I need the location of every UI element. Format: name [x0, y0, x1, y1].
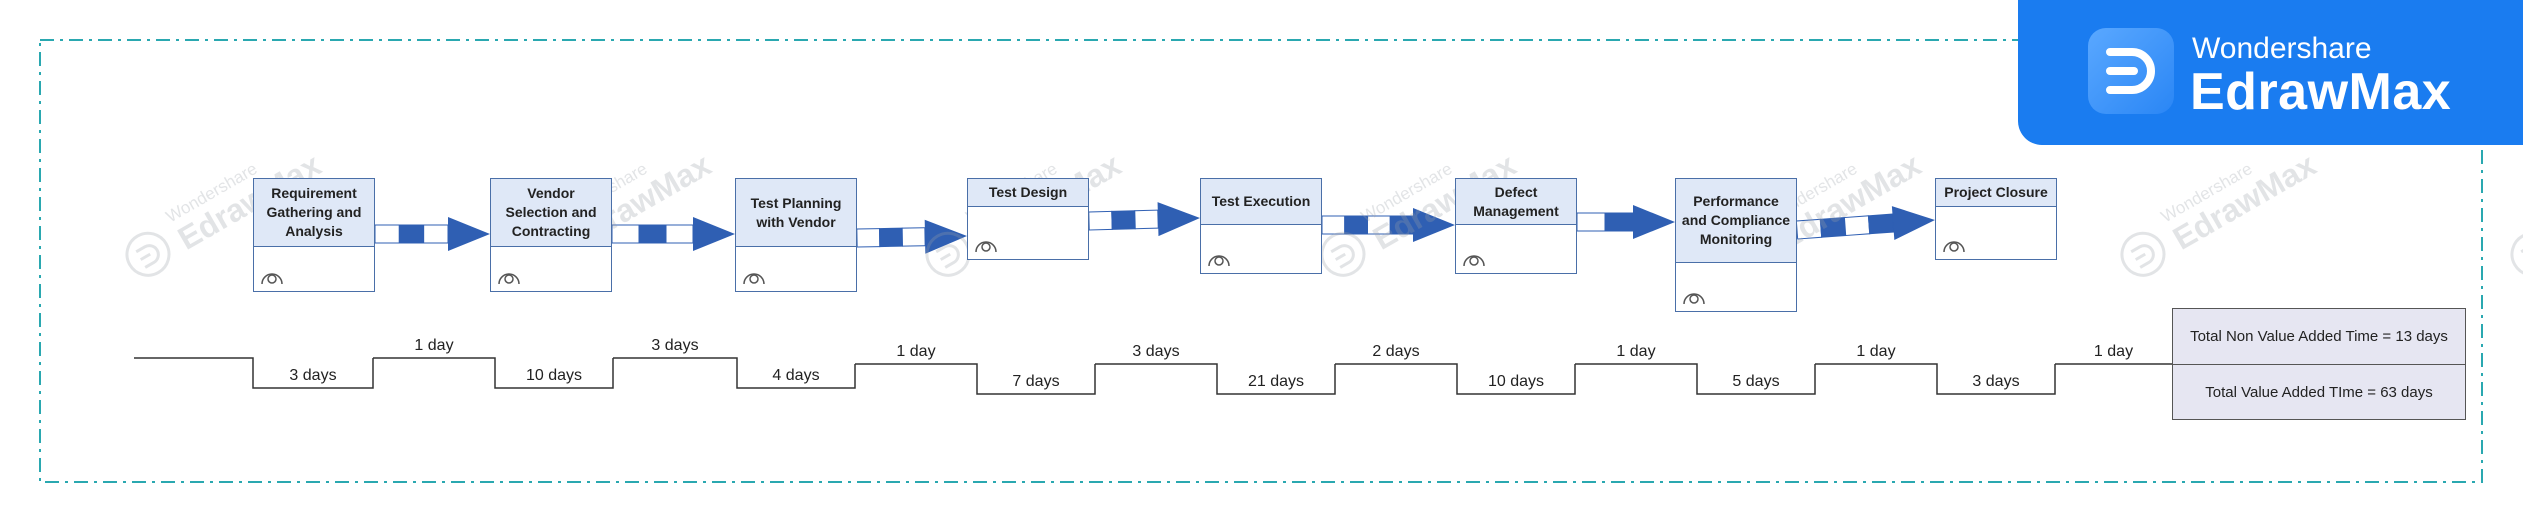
non-value-added-time: 1 day: [896, 343, 935, 360]
push-arrow: [1795, 206, 1936, 240]
push-arrow: [611, 217, 735, 251]
operator-icon: [1462, 251, 1486, 267]
process-title: Test Planning with Vendor: [736, 179, 856, 247]
operator-icon: [742, 269, 766, 285]
process-title: Performance and Compliance Monitoring: [1676, 179, 1796, 263]
non-value-added-time: 2 days: [1372, 343, 1419, 360]
process-title: Requirement Gathering and Analysis: [254, 179, 374, 247]
process-box[interactable]: Requirement Gathering and Analysis: [253, 178, 375, 292]
value-added-time: 7 days: [1012, 373, 1059, 390]
value-added-time: 5 days: [1732, 373, 1779, 390]
process-box[interactable]: Test Execution: [1200, 178, 1322, 274]
process-title: Vendor Selection and Contracting: [491, 179, 611, 247]
process-title: Defect Management: [1456, 179, 1576, 225]
non-value-added-time: 1 day: [2094, 343, 2133, 360]
operator-icon: [260, 269, 284, 285]
summary-box: Total Non Value Added Time = 13 days Tot…: [2172, 308, 2466, 420]
operator-icon: [497, 269, 521, 285]
operator-icon: [1207, 251, 1231, 267]
push-arrow: [1321, 208, 1455, 242]
non-value-added-total: Total Non Value Added Time = 13 days: [2173, 309, 2465, 365]
operator-icon: [974, 237, 998, 253]
value-added-time: 10 days: [1488, 373, 1544, 390]
push-arrow: [856, 219, 968, 254]
value-added-time: 10 days: [526, 367, 582, 384]
boundary-frame: [39, 39, 2483, 483]
process-box[interactable]: Project Closure: [1935, 178, 2057, 260]
push-arrow: [1576, 205, 1675, 239]
value-added-total: Total Value Added TIme = 63 days: [2205, 384, 2433, 401]
process-title: Test Execution: [1201, 179, 1321, 225]
process-box[interactable]: Performance and Compliance Monitoring: [1675, 178, 1797, 312]
push-arrows: [374, 202, 1936, 254]
brand-subtitle: Wondershare: [2192, 32, 2372, 65]
edrawmax-brand-banner: Wondershare EdrawMax: [2018, 0, 2523, 145]
process-box[interactable]: Vendor Selection and Contracting: [490, 178, 612, 292]
push-arrow: [1088, 202, 1201, 237]
operator-icon: [1942, 237, 1966, 253]
value-added-time: 4 days: [772, 367, 819, 384]
process-box[interactable]: Defect Management: [1455, 178, 1577, 274]
non-value-added-time: 1 day: [414, 337, 453, 354]
process-title: Test Design: [968, 179, 1088, 207]
non-value-added-time: 3 days: [1132, 343, 1179, 360]
operator-icon: [1682, 289, 1706, 305]
process-box[interactable]: Test Design: [967, 178, 1089, 260]
non-value-added-time: 3 days: [651, 337, 698, 354]
non-value-added-time: 1 day: [1616, 343, 1655, 360]
brand-title: EdrawMax: [2190, 63, 2452, 121]
value-added-time: 21 days: [1248, 373, 1304, 390]
timeline-line: [134, 357, 2172, 395]
non-value-added-time: 1 day: [1856, 343, 1895, 360]
push-arrow: [374, 217, 490, 251]
value-added-time: 3 days: [1972, 373, 2019, 390]
edrawmax-logo-icon: [2088, 28, 2174, 114]
timeline-ladder: 3 days 10 days 4 days 7 days 21 days 10 days 5…: [134, 337, 2172, 395]
value-added-time: 3 days: [289, 367, 336, 384]
process-box[interactable]: Test Planning with Vendor: [735, 178, 857, 292]
process-title: Project Closure: [1936, 179, 2056, 207]
